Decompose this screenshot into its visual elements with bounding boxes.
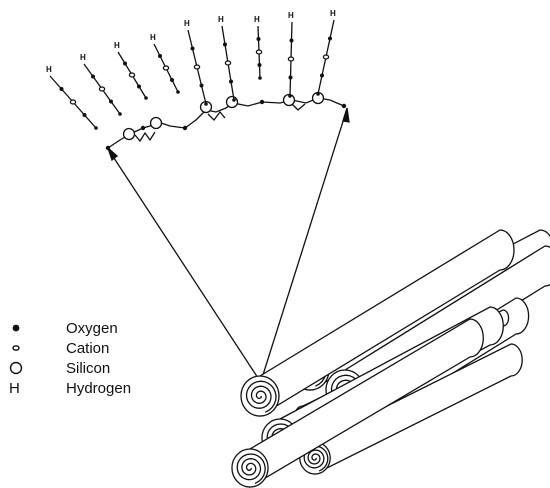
legend-item-hydrogen: H Hydrogen (6, 378, 206, 398)
hydrogen-label: H (150, 33, 156, 42)
oxygen-atom (257, 37, 261, 41)
oxygen-symbol-icon (6, 318, 66, 338)
legend-label-oxygen: Oxygen (66, 320, 118, 337)
oxygen-atom (200, 84, 204, 88)
oxygen-atom (137, 85, 141, 89)
backbone-zigzag (135, 132, 155, 141)
oxygen-atom (144, 96, 148, 100)
cation-atom (70, 100, 75, 104)
cation-atom (99, 87, 104, 91)
hydrogen-label: H (114, 41, 120, 50)
oxygen-atom (60, 87, 64, 91)
cation-symbol-icon (6, 338, 66, 358)
oxygen-atom (316, 92, 320, 96)
oxygen-atom (170, 78, 174, 82)
silicon-atom (227, 97, 238, 108)
hydrogen-label: H (184, 19, 190, 28)
oxygen-atom (288, 94, 292, 98)
hydrogen-label: H (254, 15, 260, 24)
backbone-zigzag (292, 104, 305, 110)
oxygen-atom (118, 112, 122, 116)
legend-item-cation: Cation (6, 338, 206, 358)
legend-item-oxygen: Oxygen (6, 318, 206, 338)
backbone-zigzag (208, 112, 225, 120)
oxygen-atom (109, 100, 113, 104)
oxygen-atom (223, 43, 227, 47)
legend-label-hydrogen: Hydrogen (66, 380, 131, 397)
arrow-right-head (343, 108, 349, 122)
silicon-atom (151, 118, 162, 129)
oxygen-atom (94, 126, 98, 130)
hydrogen-symbol-text: H (9, 380, 20, 397)
cation-atom (163, 66, 168, 70)
legend-label-cation: Cation (66, 340, 109, 357)
hydrogen-label: H (218, 15, 224, 24)
hydrogen-label: H (80, 53, 86, 62)
fiber-bundle (232, 230, 550, 487)
hydrogen-symbol-icon: H (6, 380, 66, 397)
oxygen-atom (229, 80, 233, 84)
oxygen-atom (123, 62, 127, 66)
cation-atom (225, 61, 230, 65)
hydrogen-label: H (46, 65, 52, 74)
cation-atom (129, 73, 134, 77)
oxygen-atom (258, 76, 262, 80)
oxygen-atom (158, 54, 162, 58)
silicon-atom (124, 129, 135, 140)
oxygen-atom (91, 75, 95, 79)
cation-atom (288, 57, 293, 61)
cation-atom (323, 55, 328, 59)
oxygen-atom (290, 39, 294, 43)
oxygen-atom (320, 74, 324, 78)
oxygen-atom (342, 104, 346, 108)
oxygen-atom (289, 76, 293, 80)
oxygen-atom (141, 126, 145, 130)
oxygen-atom (328, 37, 332, 41)
oxygen-atom (176, 90, 180, 94)
backbone-chain (108, 98, 344, 148)
cation-atom (194, 65, 199, 69)
oxygen-atom (191, 47, 195, 51)
oxygen-atom (232, 98, 236, 102)
oxygen-atom (83, 113, 87, 117)
hydrogen-label: H (288, 11, 294, 20)
molecular-structure: H H H H H H H H H (46, 9, 346, 150)
oxygen-atom (258, 63, 262, 67)
oxygen-atom (183, 126, 187, 130)
cation-atom (256, 50, 261, 54)
arrow-left-head (108, 148, 117, 160)
hydrogen-label: H (330, 9, 336, 18)
legend: Oxygen Cation Silicon H Hydrogen (6, 318, 206, 398)
legend-item-silicon: Silicon (6, 358, 206, 378)
oxygen-atom (260, 100, 264, 104)
oxygen-atom (204, 102, 208, 106)
silicon-symbol-icon (6, 358, 66, 378)
legend-label-silicon: Silicon (66, 360, 110, 377)
